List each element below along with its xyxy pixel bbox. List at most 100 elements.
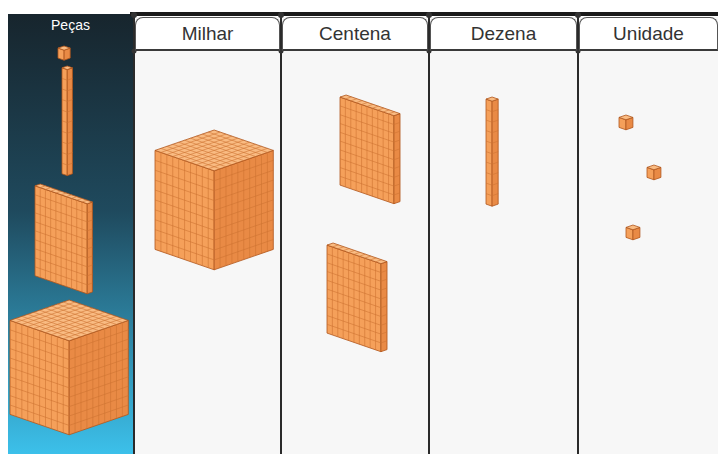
block-grid-line bbox=[327, 324, 381, 343]
block-grid-line bbox=[10, 386, 69, 406]
block-grid-line bbox=[356, 101, 362, 103]
top-bar bbox=[130, 12, 718, 16]
block-grid-line bbox=[394, 193, 400, 195]
block-grid-line bbox=[10, 349, 69, 369]
block-grid-line bbox=[237, 163, 238, 262]
block-grid-line bbox=[161, 148, 220, 168]
unit-cube bbox=[647, 165, 661, 180]
block-grid-line bbox=[486, 152, 492, 154]
block-grid-line bbox=[92, 333, 93, 427]
block-grid-line bbox=[327, 289, 381, 308]
block-face bbox=[62, 66, 72, 70]
block-grid-line bbox=[155, 240, 214, 260]
block-grid-line bbox=[87, 283, 92, 285]
block-grid-line bbox=[35, 222, 87, 240]
block-grid-line bbox=[35, 267, 87, 285]
block-grid-line bbox=[10, 396, 69, 416]
block-grid-line bbox=[35, 195, 87, 213]
block-grid-line bbox=[381, 314, 387, 316]
block-grid-line bbox=[381, 323, 387, 325]
block-grid-line bbox=[62, 121, 67, 123]
block-grid-line bbox=[10, 377, 69, 397]
block-grid-line bbox=[185, 140, 244, 160]
block-grid-line bbox=[35, 249, 87, 267]
block-grid-line bbox=[116, 324, 117, 418]
block-grid-line bbox=[492, 152, 498, 154]
block-grid-line bbox=[35, 213, 87, 231]
block-grid-line bbox=[196, 136, 255, 156]
block-grid-line bbox=[381, 297, 387, 299]
block-grid-line bbox=[67, 131, 72, 133]
hundred-flat bbox=[35, 184, 92, 294]
block-grid-line bbox=[383, 110, 389, 112]
block-grid-line bbox=[492, 173, 498, 175]
block-grid-line bbox=[208, 132, 267, 152]
block-grid-line bbox=[179, 142, 238, 162]
divider-knob bbox=[575, 12, 581, 18]
block-grid-line bbox=[67, 163, 72, 165]
block-grid-line bbox=[381, 306, 387, 308]
block-grid-line bbox=[486, 131, 492, 133]
block-grid-line bbox=[327, 307, 381, 326]
place-value-column: Centena bbox=[282, 17, 428, 454]
block-grid-line bbox=[51, 189, 56, 191]
block-grid-line bbox=[173, 144, 232, 164]
block-grid-line bbox=[155, 190, 214, 210]
column-title: Centena bbox=[319, 23, 391, 45]
block-grid-line bbox=[381, 279, 387, 281]
block-grid-line bbox=[394, 184, 400, 186]
block-grid-line bbox=[67, 78, 72, 80]
block-grid-line bbox=[51, 306, 110, 326]
block-face bbox=[492, 99, 498, 206]
block-grid-line bbox=[486, 141, 492, 143]
block-grid-line bbox=[62, 100, 67, 102]
block-grid-line bbox=[327, 298, 381, 317]
block-face bbox=[486, 97, 498, 101]
block-grid-line bbox=[77, 198, 82, 200]
column-header: Centena bbox=[282, 17, 428, 51]
block-grid-line bbox=[67, 89, 72, 91]
block-face bbox=[619, 115, 633, 120]
block-grid-line bbox=[87, 229, 92, 231]
block-grid-line bbox=[62, 142, 67, 144]
block-grid-line bbox=[62, 78, 67, 80]
block-grid-line bbox=[367, 104, 373, 106]
block-grid-line bbox=[340, 159, 394, 178]
block-grid-line bbox=[394, 122, 400, 124]
block-face bbox=[486, 99, 492, 206]
block-grid-line bbox=[327, 263, 381, 282]
block-grid-line bbox=[66, 195, 71, 197]
unit-cube bbox=[626, 225, 640, 240]
block-grid-line bbox=[338, 247, 344, 249]
block-grid-line bbox=[486, 173, 492, 175]
block-grid-line bbox=[343, 249, 349, 251]
thousand-cube bbox=[155, 130, 273, 270]
block-grid-line bbox=[202, 134, 261, 154]
block-grid-line bbox=[35, 204, 87, 222]
column-divider bbox=[280, 14, 282, 454]
block-grid-line bbox=[86, 335, 87, 429]
block-grid-line bbox=[10, 367, 69, 387]
block-grid-line bbox=[63, 302, 122, 322]
block-face bbox=[35, 186, 87, 294]
block-grid-line bbox=[35, 240, 87, 258]
block-grid-line bbox=[40, 310, 99, 330]
column-header: Dezena bbox=[430, 17, 577, 51]
block-grid-line bbox=[340, 176, 394, 195]
block-grid-line bbox=[67, 142, 72, 144]
block-grid-line bbox=[376, 260, 382, 262]
divider-knob bbox=[131, 12, 137, 18]
block-grid-line bbox=[75, 339, 76, 433]
block-grid-line bbox=[486, 162, 492, 164]
block-grid-line bbox=[82, 200, 87, 202]
block-grid-line bbox=[87, 238, 92, 240]
block-grid-line bbox=[67, 121, 72, 123]
place-value-column: Milhar bbox=[135, 17, 280, 454]
block-grid-line bbox=[340, 115, 394, 134]
block-grid-line bbox=[486, 120, 492, 122]
block-grid-line bbox=[492, 110, 498, 112]
block-grid-line bbox=[349, 250, 355, 252]
block-grid-line bbox=[191, 138, 250, 158]
block-grid-line bbox=[122, 322, 123, 416]
